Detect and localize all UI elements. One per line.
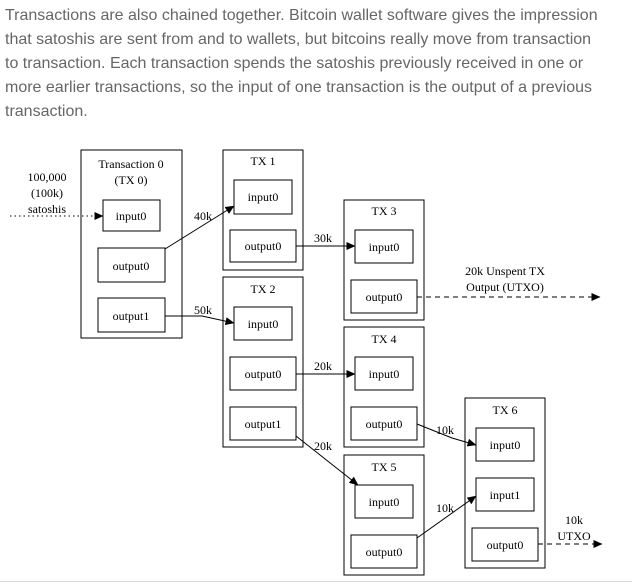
- tx0-input0-label: input0: [116, 209, 147, 223]
- tx6-title: TX 6: [493, 403, 518, 417]
- tx1-box: TX 1 input0 output0: [222, 149, 304, 271]
- tx1-title: TX 1: [251, 154, 276, 168]
- tx0-output0-label: output0: [113, 259, 150, 273]
- tx0-output1-label: output1: [113, 309, 150, 323]
- paragraph-line: transaction.: [5, 103, 88, 120]
- tx4-box: TX 4 input0 output0: [343, 326, 425, 448]
- tx2-input0-label: input0: [248, 317, 279, 331]
- edge-label-40k: 40k: [194, 209, 212, 223]
- svg-text:(100k): (100k): [31, 186, 63, 200]
- tx6-box: TX 6 input0 input1 output0: [464, 397, 546, 569]
- tx0-output0-box: [97, 247, 166, 283]
- tx5-input0-label: input0: [369, 495, 400, 509]
- tx5-output0-to-tx6-arrow: [416, 495, 477, 539]
- tx1-input0-label: input0: [248, 190, 279, 204]
- tx0-title: Transaction 0: [98, 157, 163, 171]
- edge-label-30k: 30k: [314, 231, 332, 245]
- edge-label-10k-b: 10k: [436, 501, 454, 515]
- tx3-output0-label: output0: [366, 290, 403, 304]
- tx6-output0-box: [471, 527, 539, 562]
- tx3-title: TX 3: [372, 204, 397, 218]
- tx2-box: TX 2 input0 output0 output1: [222, 276, 304, 448]
- tx5-output0-box: [350, 534, 418, 569]
- bottom-divider: [0, 581, 632, 582]
- tx2-output1-to-tx5-arrow: [295, 435, 359, 486]
- tx2-output0-box: [229, 356, 297, 391]
- tx4-title: TX 4: [372, 332, 397, 346]
- utxo-10k-label-line2: UTXO: [557, 529, 591, 543]
- tx2-input0-box: [233, 306, 293, 341]
- tx3-input0-box: [354, 229, 414, 264]
- tx1-output0-label: output0: [245, 239, 282, 253]
- utxo-10k-label-line1: 10k: [565, 513, 583, 527]
- tx2-output1-box: [229, 406, 297, 441]
- explanation-paragraph: Transactions are also chained together. …: [5, 4, 627, 124]
- tx6-input1-label: input1: [490, 488, 521, 502]
- tx5-box: TX 5 input0 output0: [343, 454, 425, 576]
- tx6-input0-label: input0: [490, 438, 521, 452]
- tx4-output0-box: [350, 406, 418, 441]
- utxo-20k-label-line1: 20k Unspent TX: [465, 264, 545, 278]
- paragraph-line: that satoshis are sent from and to walle…: [5, 31, 592, 48]
- paragraph-line: more earlier transactions, so the input …: [5, 79, 592, 96]
- source-satoshis-label: 100,000 (100k) satoshis: [28, 170, 67, 216]
- tx1-input0-box: [233, 179, 293, 215]
- tx0-output1-box: [97, 297, 166, 333]
- tx4-output0-label: output0: [366, 417, 403, 431]
- svg-text:satoshis: satoshis: [28, 202, 66, 216]
- tx6-output0-label: output0: [487, 538, 524, 552]
- edge-label-20k-a: 20k: [314, 359, 332, 373]
- tx4-output0-to-tx6-arrow: [416, 423, 477, 447]
- tx0-subtitle: (TX 0): [115, 173, 148, 187]
- tx0-output0-to-tx1-arrow: [164, 205, 235, 250]
- tx3-box: TX 3 input0 output0: [343, 199, 425, 321]
- tx6-input1-box: [475, 477, 535, 512]
- edge-label-10k-a: 10k: [436, 423, 454, 437]
- tx5-output0-label: output0: [366, 545, 403, 559]
- paragraph-line: Transactions are also chained together. …: [5, 7, 598, 24]
- svg-text:100,000: 100,000: [28, 170, 67, 184]
- tx3-input0-label: input0: [369, 240, 400, 254]
- tx0-output1-to-tx2-arrow: [165, 315, 235, 326]
- tx5-input0-box: [354, 484, 414, 519]
- tx4-input0-box: [354, 356, 414, 391]
- tx5-title: TX 5: [372, 460, 397, 474]
- tx0-input0-box: [102, 199, 161, 232]
- edge-label-50k: 50k: [194, 303, 212, 317]
- edge-label-20k-b: 20k: [314, 439, 332, 453]
- tx0-box: Transaction 0 (TX 0) input0 output0 outp…: [80, 149, 183, 339]
- tx2-title: TX 2: [251, 282, 276, 296]
- tx4-input0-label: input0: [369, 367, 400, 381]
- tx6-input0-box: [475, 427, 535, 462]
- tx2-output1-label: output1: [245, 417, 282, 431]
- paragraph-line: to transaction. Each transaction spends …: [5, 55, 584, 72]
- tx2-output0-label: output0: [245, 367, 282, 381]
- utxo-20k-label-line2: Output (UTXO): [466, 280, 544, 294]
